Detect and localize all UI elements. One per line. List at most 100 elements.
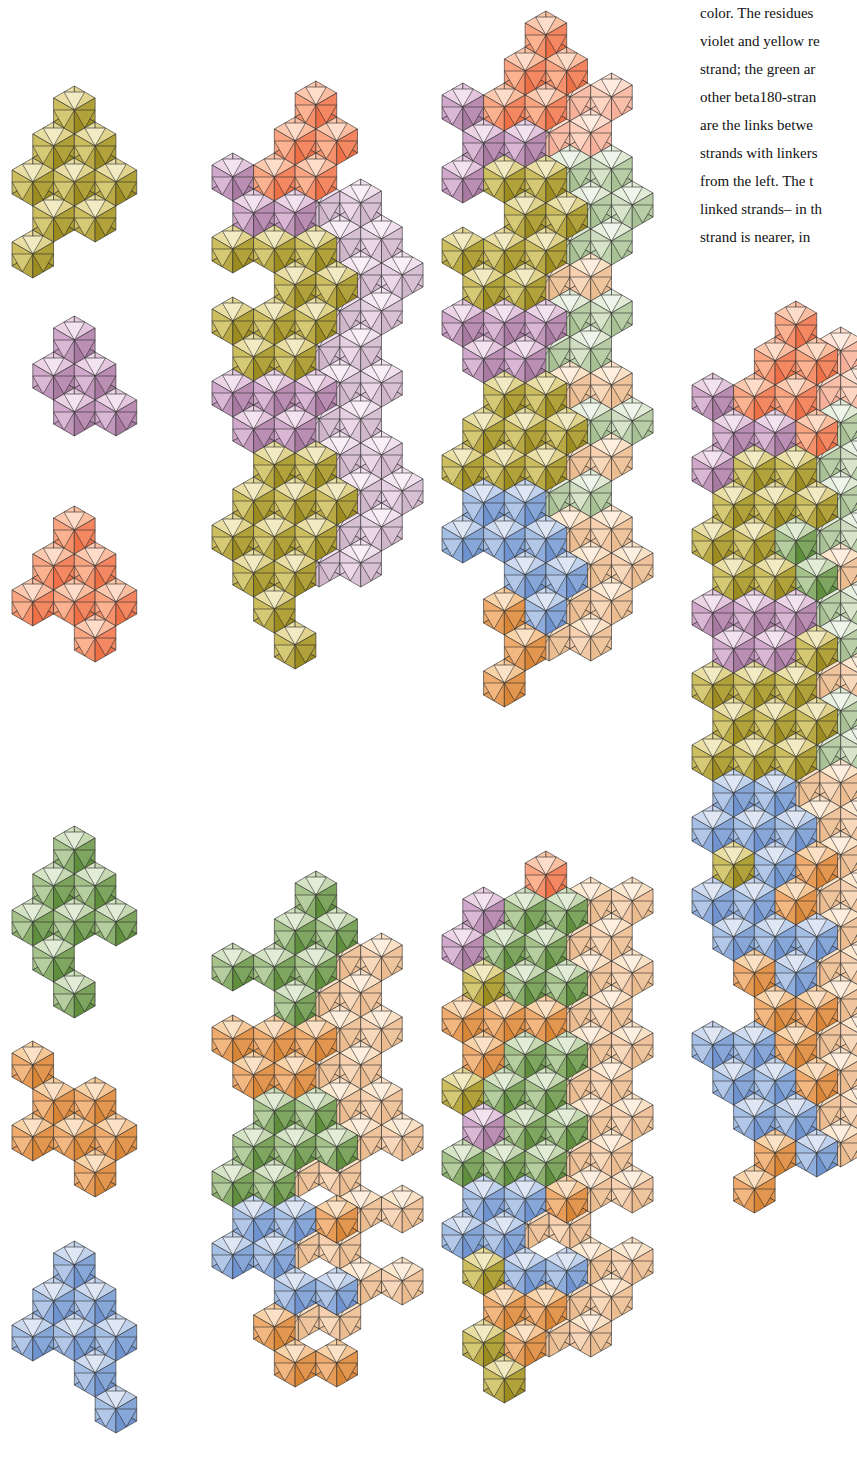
polyhedron-facet bbox=[494, 449, 515, 467]
polyhedron-facet bbox=[33, 602, 54, 620]
polyhedron-facet bbox=[64, 976, 85, 994]
polyhedron-facet bbox=[326, 483, 347, 501]
polyhedron-facet bbox=[350, 185, 371, 203]
polyhedron-facet bbox=[95, 1409, 116, 1427]
polyhedron-facet bbox=[233, 429, 254, 453]
polyhedron-facet bbox=[580, 115, 601, 133]
polyhedron-facet bbox=[442, 107, 463, 125]
polyhedron-facet bbox=[85, 1283, 106, 1301]
polyhedron-facet bbox=[74, 638, 95, 656]
polyhedron-facet bbox=[611, 601, 632, 625]
polyhedron-facet bbox=[463, 179, 484, 197]
polyhedron-facet bbox=[371, 221, 392, 239]
polyhedron-facet bbox=[536, 233, 557, 251]
polyhedron-facet bbox=[95, 1173, 116, 1191]
polyhedron-facet bbox=[212, 177, 233, 201]
polyhedron-facet bbox=[536, 449, 557, 467]
polyhedron-facet bbox=[337, 141, 358, 159]
polyhedron-facet bbox=[116, 1409, 137, 1427]
polyhedron-facet bbox=[264, 447, 285, 465]
polyhedron-facet bbox=[222, 303, 243, 321]
polyhedron-facet bbox=[442, 179, 463, 197]
polyhedron-facet bbox=[316, 177, 337, 201]
polyhedron-facet bbox=[54, 602, 75, 626]
polyhedron-facet bbox=[33, 958, 54, 982]
polyhedron-facet bbox=[452, 449, 473, 467]
polyhedron-facet bbox=[85, 1355, 106, 1373]
polyhedron-facet bbox=[515, 197, 536, 215]
polyhedron-facet bbox=[371, 509, 392, 527]
polyhedron-facet bbox=[295, 573, 316, 597]
polyhedron-facet bbox=[254, 1255, 275, 1279]
polyhedron-facet bbox=[463, 179, 484, 203]
polyhedron-facet bbox=[316, 1219, 337, 1237]
polyhedron-facet bbox=[295, 573, 316, 591]
polyhedron-facet bbox=[306, 231, 327, 249]
polyhedron-facet bbox=[212, 537, 233, 555]
polyhedron-facet bbox=[33, 376, 54, 400]
polyhedron-facet bbox=[54, 218, 75, 242]
polyhedron-facet bbox=[212, 1183, 233, 1201]
polyhedron-facet bbox=[95, 922, 116, 940]
polyhedron-facet bbox=[243, 1129, 264, 1147]
polyhedron-facet bbox=[33, 376, 54, 394]
polyhedron-facet bbox=[381, 1209, 402, 1233]
polyhedron-facet bbox=[12, 182, 33, 200]
polyhedron-facet bbox=[319, 1173, 340, 1191]
polyhedron-facet bbox=[285, 1201, 306, 1219]
polyhedron-facet bbox=[243, 1057, 264, 1075]
polyhedron-facet bbox=[316, 1291, 337, 1315]
polyhedron-facet bbox=[381, 1029, 402, 1053]
polyhedron-facet bbox=[306, 375, 327, 393]
polyhedron-facet bbox=[233, 1075, 254, 1093]
polyhedron-facet bbox=[254, 967, 275, 985]
polyhedron-facet bbox=[611, 241, 632, 265]
polyhedron-facet bbox=[106, 584, 127, 602]
polyhedron-facet bbox=[212, 393, 233, 417]
polyhedron-facet bbox=[381, 1137, 402, 1155]
polyhedron-facet bbox=[22, 584, 43, 602]
polyhedron-facet bbox=[212, 321, 233, 345]
polyhedron-facet bbox=[74, 218, 95, 242]
polyhedron-facet bbox=[494, 521, 515, 539]
polyhedron-facet bbox=[285, 1129, 306, 1147]
polyhedron-facet bbox=[306, 447, 327, 465]
polyhedron-facet bbox=[381, 383, 402, 401]
polyhedron-facet bbox=[319, 1245, 340, 1263]
polyhedron-facet bbox=[54, 602, 75, 620]
polyhedron-facet bbox=[319, 563, 340, 581]
polyhedron-facet bbox=[381, 957, 402, 975]
polyhedron-facet bbox=[116, 412, 137, 430]
polyhedron-facet bbox=[222, 159, 243, 177]
strand-cluster bbox=[33, 316, 137, 436]
polyhedron-facet bbox=[340, 563, 361, 587]
polyhedron-facet bbox=[536, 17, 557, 35]
polyhedron-facet bbox=[515, 53, 536, 71]
polyhedron-facet bbox=[316, 393, 337, 411]
polyhedron-facet bbox=[361, 563, 382, 581]
polyhedron-facet bbox=[337, 1147, 358, 1165]
polyhedron-facet bbox=[12, 602, 33, 620]
polyhedron-facet bbox=[285, 123, 306, 141]
polyhedron-facet bbox=[580, 259, 601, 277]
polyhedron-facet bbox=[319, 1245, 340, 1269]
polyhedron-facet bbox=[337, 501, 358, 525]
polyhedron-facet bbox=[402, 1137, 423, 1155]
polyhedron-facet bbox=[264, 1021, 285, 1039]
polyhedron-facet bbox=[601, 223, 622, 241]
polyhedron-facet bbox=[85, 620, 106, 638]
polyhedron-facet bbox=[546, 467, 567, 491]
polyhedron-facet bbox=[264, 519, 285, 537]
polyhedron-facet bbox=[22, 164, 43, 182]
polyhedron-facet bbox=[254, 1255, 275, 1273]
polyhedron-facet bbox=[611, 97, 632, 121]
polyhedron-facet bbox=[601, 79, 622, 97]
polyhedron-facet bbox=[402, 1281, 423, 1299]
polyhedron-facet bbox=[611, 313, 632, 331]
polyhedron-facet bbox=[536, 89, 557, 107]
polyhedron-facet bbox=[285, 411, 306, 429]
polyhedron-facet bbox=[316, 321, 337, 345]
polyhedron-facet bbox=[95, 922, 116, 946]
polyhedron-facet bbox=[515, 557, 536, 575]
polyhedron-facet bbox=[515, 413, 536, 431]
